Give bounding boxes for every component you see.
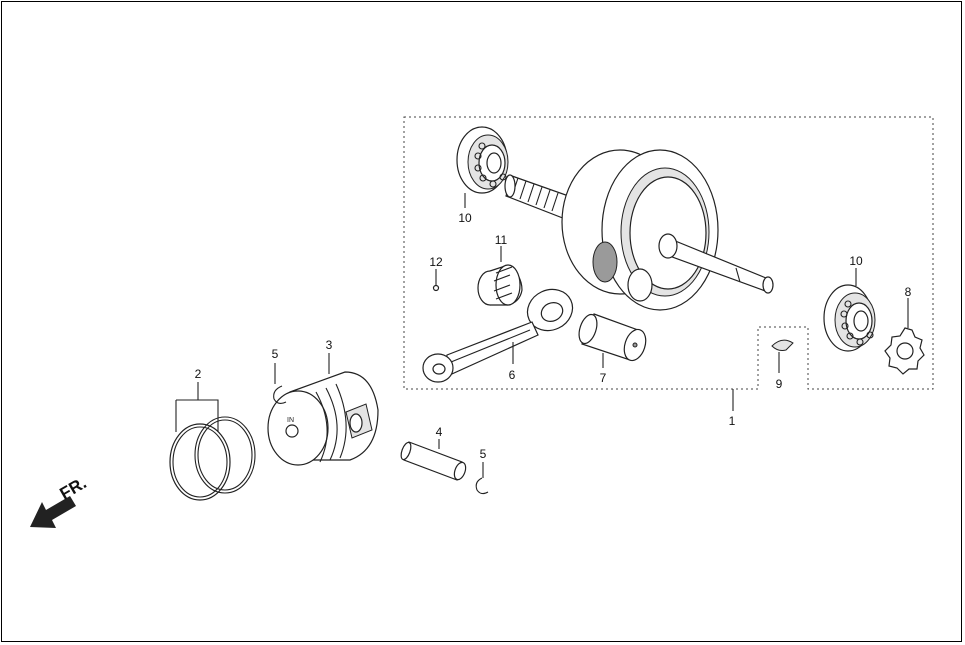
- leader-lines: [197, 193, 909, 478]
- callout-10-left: 10: [458, 211, 472, 225]
- callout-2: 2: [195, 367, 202, 381]
- callout-11: 11: [495, 233, 508, 247]
- callout-7: 7: [600, 371, 607, 385]
- piston-pin-clip-upper: [273, 385, 287, 405]
- ball-bearing-right: [823, 284, 876, 352]
- callout-9: 9: [776, 377, 783, 391]
- needle-bearing: [477, 264, 523, 306]
- callout-12: 12: [429, 255, 443, 269]
- callout-1: 1: [729, 414, 736, 428]
- small-pin: [432, 284, 440, 292]
- piston: IN: [267, 371, 379, 466]
- callout-5-lower: 5: [480, 447, 487, 461]
- piston-pin: [400, 441, 467, 481]
- callout-5-upper: 5: [272, 347, 279, 361]
- front-direction-arrow: [30, 496, 76, 528]
- callout-3: 3: [326, 338, 333, 352]
- crankshaft: [504, 149, 774, 311]
- woodruff-key: [771, 339, 794, 351]
- ball-bearing-left: [456, 126, 509, 194]
- callout-4: 4: [436, 425, 443, 439]
- connecting-rod: [422, 288, 574, 383]
- crankshaft-assembly-boundary: [403, 116, 934, 390]
- callout-8: 8: [905, 285, 912, 299]
- front-direction-label: FR.: [57, 473, 90, 503]
- piston-ring-set: [169, 399, 256, 501]
- timing-sprocket: [884, 327, 925, 375]
- callout-6: 6: [509, 368, 516, 382]
- piston-pin-clip-lower: [475, 477, 489, 495]
- callout-10-right: 10: [849, 254, 863, 268]
- piston-stamp-label: IN: [287, 417, 294, 424]
- crank-pin: [578, 313, 647, 362]
